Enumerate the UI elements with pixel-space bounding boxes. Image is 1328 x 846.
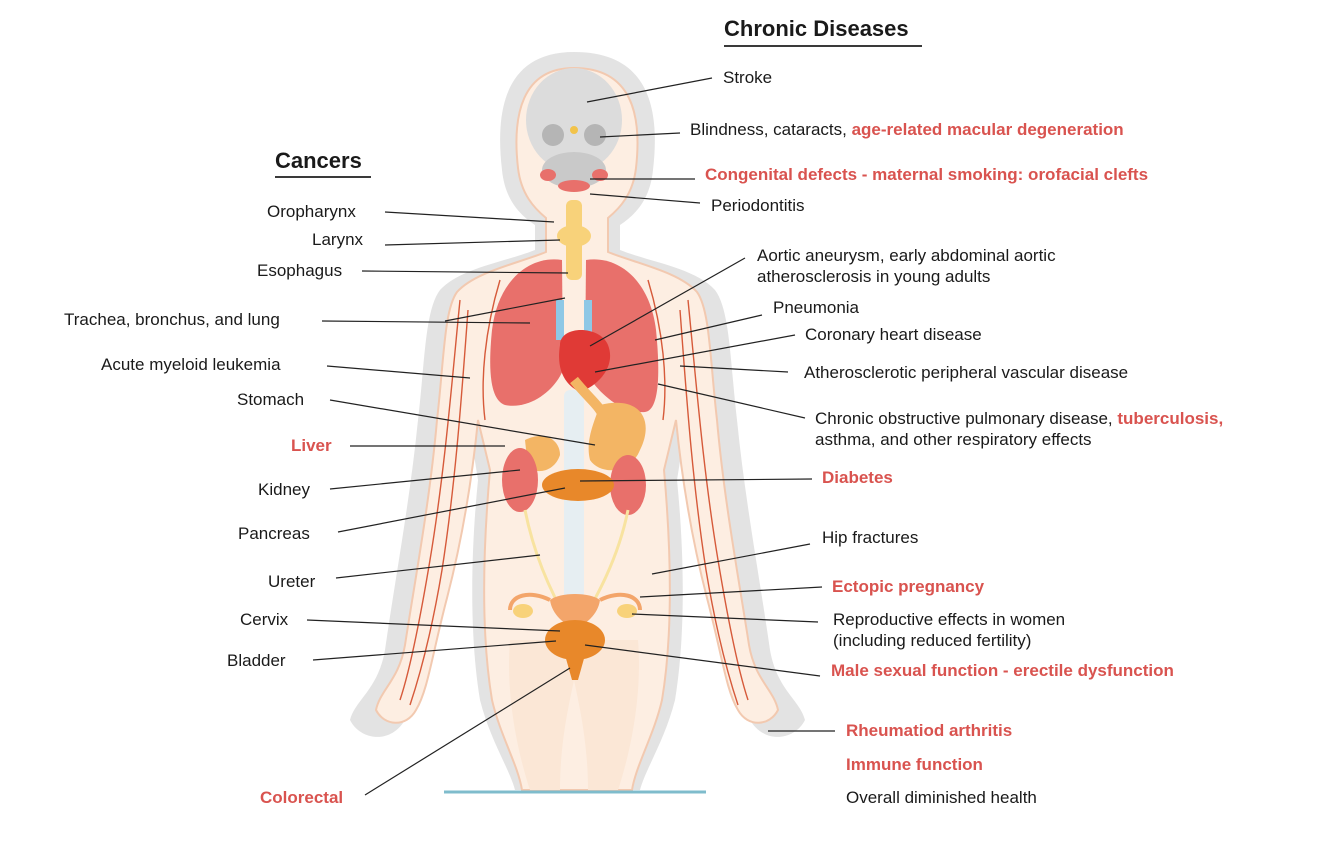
label-pneumonia: Pneumonia (773, 297, 859, 318)
label-blindness-text: Blindness, cataracts, (690, 120, 847, 139)
label-bladder: Bladder (227, 650, 286, 671)
left-kidney (502, 448, 538, 512)
pituitary (570, 126, 578, 134)
left-cheek (540, 169, 556, 181)
label-aortic-line1: Aortic aneurysm, early abdominal aortic (757, 245, 1056, 266)
label-diabetes: Diabetes (822, 467, 893, 488)
label-stroke: Stroke (723, 67, 772, 88)
label-ureter: Ureter (268, 571, 315, 592)
left-ovary (513, 604, 533, 618)
chronic-diseases-underline (724, 45, 922, 47)
right-ovary (617, 604, 637, 618)
label-copd-line1: Chronic obstructive pulmonary disease, t… (815, 408, 1223, 429)
label-chd: Coronary heart disease (805, 324, 982, 345)
thyroid (557, 225, 591, 247)
label-copd-line2: asthma, and other respiratory effects (815, 429, 1092, 450)
label-esophagus: Esophagus (257, 260, 342, 281)
spine (564, 390, 584, 630)
label-amd: age-related macular degeneration (852, 120, 1124, 139)
label-lung: Trachea, bronchus, and lung (64, 309, 280, 330)
label-overall: Overall diminished health (846, 787, 1037, 808)
cancers-title: Cancers (275, 148, 362, 174)
cancers-underline (275, 176, 371, 178)
label-copd-text: Chronic obstructive pulmonary disease, (815, 409, 1113, 428)
label-stomach: Stomach (237, 389, 304, 410)
label-repro-line2: (including reduced fertility) (833, 630, 1031, 651)
label-blindness: Blindness, cataracts, age-related macula… (690, 119, 1124, 140)
bladder (545, 620, 605, 660)
label-aortic-line2: atherosclerosis in young adults (757, 266, 990, 287)
label-immune: Immune function (846, 754, 983, 775)
label-colorectal: Colorectal (260, 787, 343, 808)
label-oropharynx: Oropharynx (267, 201, 356, 222)
chronic-diseases-title: Chronic Diseases (724, 16, 909, 42)
vena-cava (556, 300, 564, 340)
right-kidney (610, 455, 646, 515)
label-repro-line1: Reproductive effects in women (833, 609, 1065, 630)
label-tuberculosis: tuberculosis, (1117, 409, 1223, 428)
label-hip: Hip fractures (822, 527, 918, 548)
label-congenital: Congenital defects - maternal smoking: o… (705, 164, 1148, 185)
label-kidney: Kidney (258, 479, 310, 500)
label-pvd: Atherosclerotic peripheral vascular dise… (804, 362, 1128, 383)
label-cervix: Cervix (240, 609, 288, 630)
label-larynx: Larynx (312, 229, 363, 250)
left-eye-socket (542, 124, 564, 146)
label-liver: Liver (291, 435, 332, 456)
label-periodontitis: Periodontitis (711, 195, 805, 216)
mouth (558, 180, 590, 192)
label-ectopic: Ectopic pregnancy (832, 576, 984, 597)
label-aml: Acute myeloid leukemia (101, 354, 281, 375)
label-male-sexual: Male sexual function - erectile dysfunct… (831, 660, 1174, 681)
right-eye-socket (584, 124, 606, 146)
label-pancreas: Pancreas (238, 523, 310, 544)
label-ra: Rheumatiod arthritis (846, 720, 1012, 741)
pancreas (542, 469, 614, 501)
